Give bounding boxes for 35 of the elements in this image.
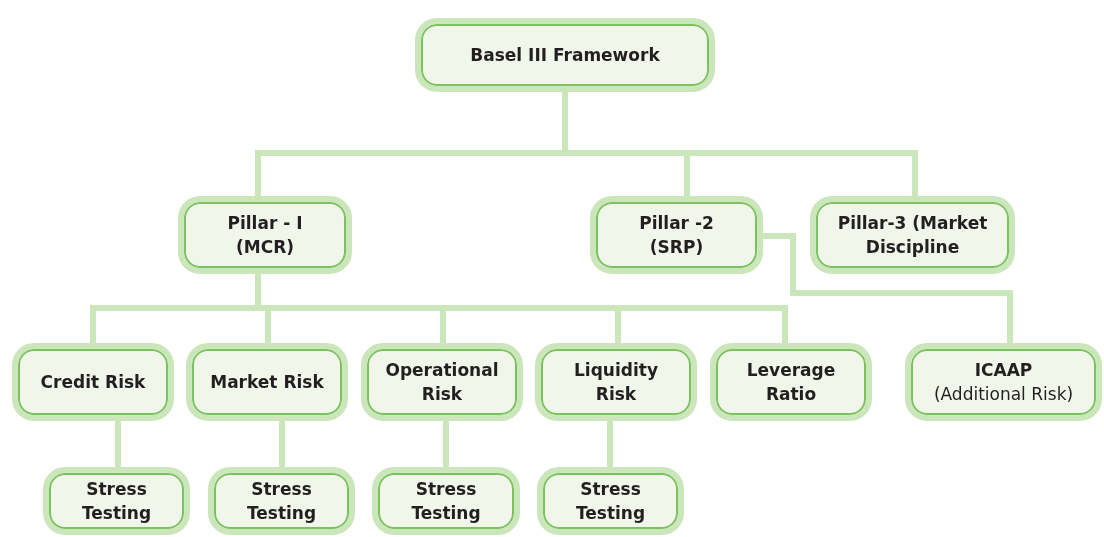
- rounded-box: [372, 467, 520, 535]
- connector-line: [763, 233, 1013, 343]
- rounded-box: [590, 196, 763, 274]
- rounded-box: [208, 467, 355, 535]
- connector-line: [279, 421, 285, 467]
- rounded-box: [535, 343, 697, 421]
- box-title: Pillar - I (MCR): [226, 212, 304, 259]
- box-title: Pillar -2 (SRP): [638, 212, 715, 259]
- box-title: Pillar-3 (Market Discipline: [836, 212, 989, 259]
- rounded-box: [361, 343, 523, 421]
- box-title: Operational Risk: [384, 359, 500, 406]
- connector-line: [255, 274, 788, 343]
- box-title: ICAAP: [974, 359, 1033, 382]
- box-title: Stress Testing: [574, 478, 647, 525]
- rounded-box: [186, 343, 348, 421]
- box-subtitle: (Additional Risk): [933, 383, 1074, 406]
- connector-line: [443, 421, 449, 467]
- rounded-box: [178, 196, 352, 274]
- rounded-box: [537, 467, 684, 535]
- rounded-box: [12, 343, 174, 421]
- connector-line: [607, 421, 613, 467]
- rounded-box: [905, 343, 1102, 421]
- box-title: Leverage Ratio: [745, 359, 837, 406]
- box-title: Market Risk: [210, 371, 324, 394]
- box-title: Stress Testing: [245, 478, 318, 525]
- box-title: Basel III Framework: [470, 44, 660, 67]
- box-title: Stress Testing: [80, 478, 153, 525]
- rounded-box: [710, 343, 872, 421]
- rounded-box: [415, 18, 715, 92]
- box-title: Liquidity Risk: [573, 359, 659, 406]
- box-title: Credit Risk: [40, 371, 146, 394]
- box-title: Stress Testing: [410, 478, 482, 525]
- rounded-box: [43, 467, 190, 535]
- rounded-box: [810, 196, 1015, 274]
- connector-line: [115, 421, 121, 467]
